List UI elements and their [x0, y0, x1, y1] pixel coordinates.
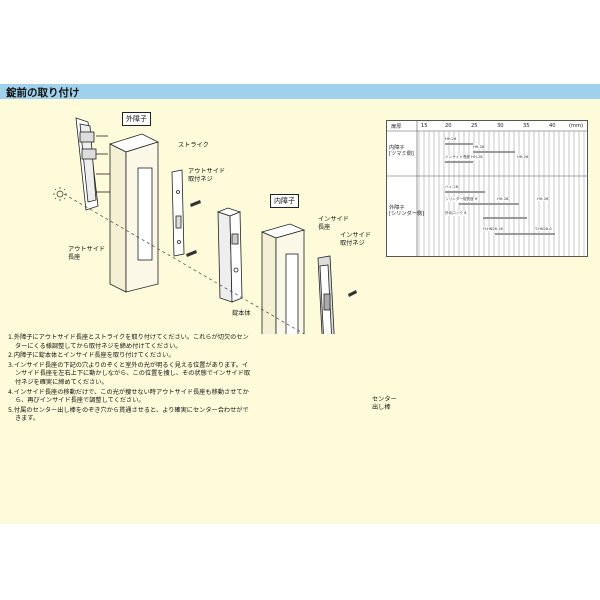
table-cell: シリンダー錠長座 R — [445, 197, 478, 202]
strike-label: ストライク — [178, 142, 209, 149]
sun-icon — [53, 187, 67, 201]
tick-label: 25 — [471, 123, 478, 129]
instruction-item: 1.外障子にアウトサイド長座とストライクを取り付けてください。これらが切欠のセン… — [8, 334, 249, 350]
table-cell: HH-28 — [473, 145, 485, 149]
document-page: 錠前の取り付け — [0, 84, 600, 524]
table-cell: 外北ロック 8 — [445, 211, 467, 216]
tick-label: 35 — [523, 123, 530, 129]
instruction-item: 3.インサイド長座の下記の穴よりのぞくと室外の光が明るく見える位置があります。イ… — [8, 361, 251, 386]
table-cell: ハイ-26 — [445, 185, 458, 190]
table-cell: H-HN26-16 — [483, 227, 503, 231]
outer-shoji-frame — [108, 133, 160, 293]
instruction-item: 5.付属のセンター出し棒をのぞき穴から貫通させると、より確実にセンター合わせがで… — [8, 406, 249, 423]
table-grid — [387, 121, 587, 256]
inside-handle-part — [317, 255, 335, 334]
outside-screw — [186, 200, 201, 257]
outer-shoji-label: 外障子 — [122, 112, 151, 126]
table-header-left: 扉厚 — [391, 124, 402, 130]
table-cell: HH-26 — [517, 155, 529, 159]
alignment-line — [63, 193, 305, 334]
instruction-item: 4.インサイド長座の移動だけで、この光が捜せない時アウトサイド長座も移動させてか… — [8, 388, 249, 405]
inside-handle-label: インサイド 長座 — [318, 216, 349, 231]
outside-handle-label: アウトサイド 長座 — [68, 246, 106, 261]
inner-shoji-label: 内障子 — [270, 194, 299, 208]
exploded-assembly-diagram — [53, 117, 357, 334]
lock-body-label: 錠本体 — [232, 310, 251, 317]
inside-screw — [348, 290, 357, 297]
range-bars — [445, 143, 555, 235]
table-cell: HH-26 — [537, 197, 549, 201]
lock-body-part — [216, 207, 243, 303]
row-label-outer: 外障子 [シリンダー側] — [389, 205, 425, 217]
table-cell: HH-28 — [497, 197, 509, 201]
tick-label: 40 — [549, 123, 556, 129]
table-cell: インサイド長座 HH-28 — [445, 155, 483, 160]
inside-screw-label: インサイド 取付ネジ — [340, 232, 371, 247]
strike-part — [171, 169, 185, 257]
tick-label: 30 — [497, 123, 504, 129]
tick-label: 20 — [445, 123, 452, 129]
inner-shoji-frame — [260, 223, 306, 334]
table-cell: T-HN26-0 — [535, 227, 552, 231]
instruction-list: 1.外障子にアウトサイド長座とストライクを取り付けてください。これらが切欠のセン… — [8, 334, 253, 425]
outside-screw-label: アウトサイド 取付ネジ — [188, 168, 226, 183]
section-title: 錠前の取り付け — [6, 87, 80, 99]
row-label-inner: 内障子 [ツマミ側] — [389, 145, 414, 157]
center-rod-label: センター 出し棒 — [372, 396, 397, 411]
tick-label: 15 — [421, 123, 428, 129]
door-thickness-table: 扉厚 15 20 25 30 35 40 (mm) 内障子 [ツマミ側] 外障子… — [386, 120, 588, 257]
table-cell: HH-26 — [445, 137, 457, 141]
tick-unit: (mm) — [569, 123, 584, 129]
outside-handle-part — [75, 117, 112, 211]
section-header: 錠前の取り付け — [0, 84, 600, 99]
instruction-item: 2.内障子に錠本体とインサイド長座を取り付けてください。 — [8, 352, 175, 360]
